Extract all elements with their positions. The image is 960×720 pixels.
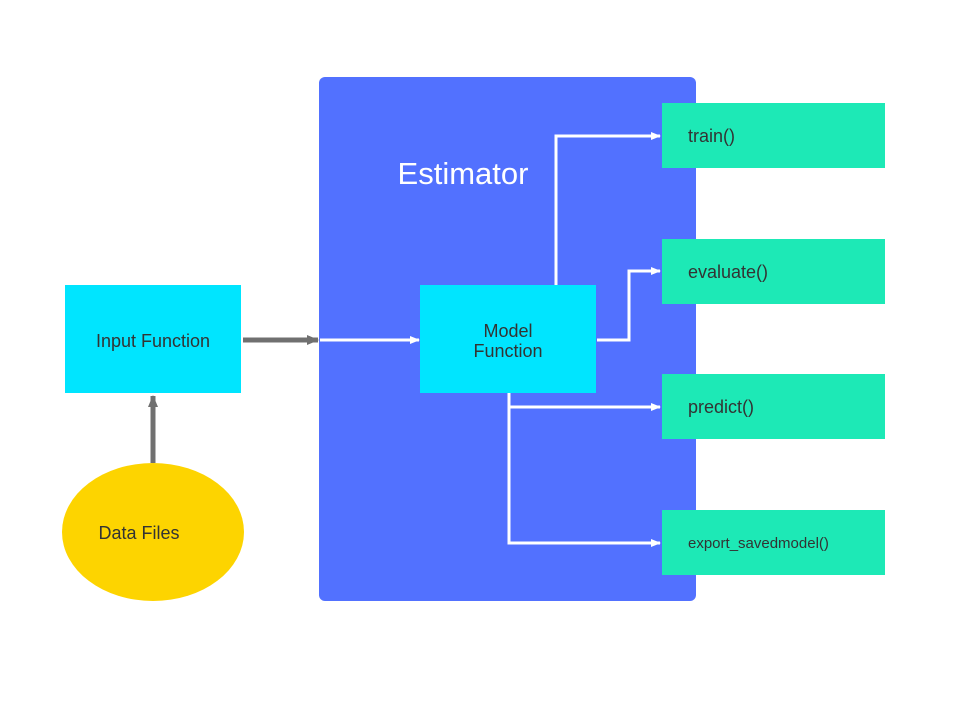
train-box (662, 103, 885, 168)
model-function-label-line2: Function (473, 341, 542, 361)
model-to-train-arrow (554, 132, 661, 285)
predict-box (662, 374, 885, 439)
data-files-label: Data Files (98, 523, 179, 543)
model-to-evaluate-arrow (597, 267, 661, 342)
model-to-export-arrow (507, 393, 661, 547)
estimator-title: Estimator (398, 156, 529, 191)
evaluate-box (662, 239, 885, 304)
model-function-label-line1: Model (483, 321, 532, 341)
predict-label: predict() (688, 397, 754, 417)
train-label: train() (688, 126, 735, 146)
export-savedmodel-box (662, 510, 885, 575)
evaluate-label: evaluate() (688, 262, 768, 282)
data-files-ellipse (62, 463, 244, 601)
input-function-box (65, 285, 241, 393)
input-function-label: Input Function (96, 331, 210, 351)
export-savedmodel-label: export_savedmodel() (688, 535, 829, 552)
model-function-box (420, 285, 596, 393)
